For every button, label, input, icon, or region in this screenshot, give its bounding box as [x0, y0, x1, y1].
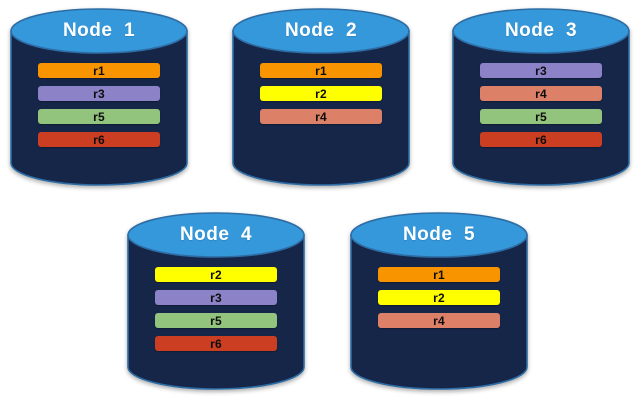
replica-row[interactable]: r6 — [155, 336, 277, 351]
replica-label: r2 — [315, 86, 327, 101]
replica-label: r1 — [315, 63, 327, 78]
replica-row[interactable]: r5 — [155, 313, 277, 328]
replica-label: r6 — [210, 336, 222, 351]
replica-row[interactable]: r4 — [260, 109, 382, 124]
replica-label: r5 — [535, 109, 547, 124]
replica-label: r4 — [315, 109, 327, 124]
replica-label: r1 — [433, 267, 445, 282]
replica-label: r3 — [535, 63, 547, 78]
replica-label: r4 — [433, 313, 445, 328]
replica-row[interactable]: r2 — [155, 267, 277, 282]
replica-row[interactable]: r2 — [260, 86, 382, 101]
replica-row[interactable]: r3 — [38, 86, 160, 101]
cylinder-top-ellipse — [452, 8, 630, 54]
replica-label: r5 — [93, 109, 105, 124]
replica-row-list: r1 r3 r5 r6 — [10, 63, 188, 147]
replica-row-list: r2 r3 r5 r6 — [127, 267, 305, 351]
replica-row[interactable]: r3 — [480, 63, 602, 78]
replica-row-list: r3 r4 r5 r6 — [452, 63, 630, 147]
replica-row[interactable]: r1 — [260, 63, 382, 78]
replica-label: r3 — [210, 290, 222, 305]
replica-label: r6 — [93, 132, 105, 147]
replica-label: r1 — [93, 63, 105, 78]
replica-label: r2 — [210, 267, 222, 282]
replica-label: r4 — [535, 86, 547, 101]
replica-row[interactable]: r1 — [38, 63, 160, 78]
replica-row[interactable]: r5 — [480, 109, 602, 124]
cylinder-top-ellipse — [232, 8, 410, 54]
replica-row[interactable]: r5 — [38, 109, 160, 124]
replica-label: r5 — [210, 313, 222, 328]
replica-row[interactable]: r4 — [480, 86, 602, 101]
replica-row[interactable]: r3 — [155, 290, 277, 305]
replica-row[interactable]: r6 — [38, 132, 160, 147]
cylinder-top-ellipse — [10, 8, 188, 54]
cylinder-top-ellipse — [127, 212, 305, 258]
replica-label: r2 — [433, 290, 445, 305]
replica-row-list: r1 r2 r4 — [232, 63, 410, 124]
replica-row-list: r1 r2 r4 — [350, 267, 528, 328]
replica-row[interactable]: r4 — [378, 313, 500, 328]
replica-label: r6 — [535, 132, 547, 147]
replica-row[interactable]: r2 — [378, 290, 500, 305]
replica-row[interactable]: r1 — [378, 267, 500, 282]
cylinder-top-ellipse — [350, 212, 528, 258]
replica-label: r3 — [93, 86, 105, 101]
replica-row[interactable]: r6 — [480, 132, 602, 147]
